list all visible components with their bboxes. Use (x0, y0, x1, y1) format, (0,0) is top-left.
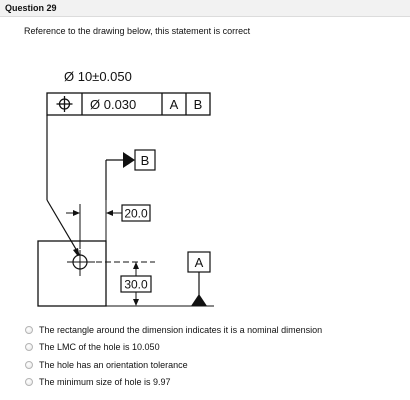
radio-button[interactable] (25, 378, 33, 387)
part-outline (37, 240, 107, 307)
datum-a-label: A (195, 255, 204, 270)
radio-button[interactable] (25, 360, 33, 369)
position-symbol-icon (56, 96, 73, 112)
basic-dim-vertical: 30.0 (124, 278, 148, 292)
answer-option[interactable]: The hole has an orientation tolerance (24, 356, 322, 374)
basic-dim-horizontal: 20.0 (124, 207, 148, 221)
answer-option[interactable]: The LMC of the hole is 10.050 (24, 339, 322, 357)
question-prompt: Reference to the drawing below, this sta… (24, 26, 251, 36)
question-title: Question 29 (5, 3, 57, 13)
answer-option-label: The hole has an orientation tolerance (39, 359, 188, 370)
answer-option[interactable]: The minimum size of hole is 9.97 (24, 374, 322, 392)
answer-option-label: The minimum size of hole is 9.97 (39, 377, 171, 388)
answer-options: The rectangle around the dimension indic… (24, 321, 322, 391)
gdt-drawing: Ø 10±0.050 Ø 0.030 A B (37, 69, 214, 307)
fcf-datum-b: B (194, 97, 203, 112)
vertical-dimension: 30.0 (120, 262, 152, 306)
size-callout: Ø 10±0.050 (64, 69, 132, 84)
answer-option-label: The LMC of the hole is 10.050 (39, 342, 160, 353)
leader-line (46, 115, 81, 259)
datum-b-label: B (141, 153, 150, 168)
question-header: Question 29 (0, 0, 410, 17)
datum-b-symbol: B (105, 149, 156, 200)
horizontal-dimension: 20.0 (66, 204, 151, 222)
fcf-datum-a: A (170, 97, 179, 112)
radio-button[interactable] (25, 325, 33, 334)
radio-button[interactable] (25, 343, 33, 352)
fcf-tolerance: Ø 0.030 (90, 97, 136, 112)
datum-a-symbol: A (187, 251, 211, 306)
answer-option-label: The rectangle around the dimension indic… (39, 324, 323, 335)
answer-option[interactable]: The rectangle around the dimension indic… (24, 321, 322, 339)
feature-control-frame: Ø 0.030 A B (46, 92, 211, 116)
hole-icon (67, 250, 95, 276)
